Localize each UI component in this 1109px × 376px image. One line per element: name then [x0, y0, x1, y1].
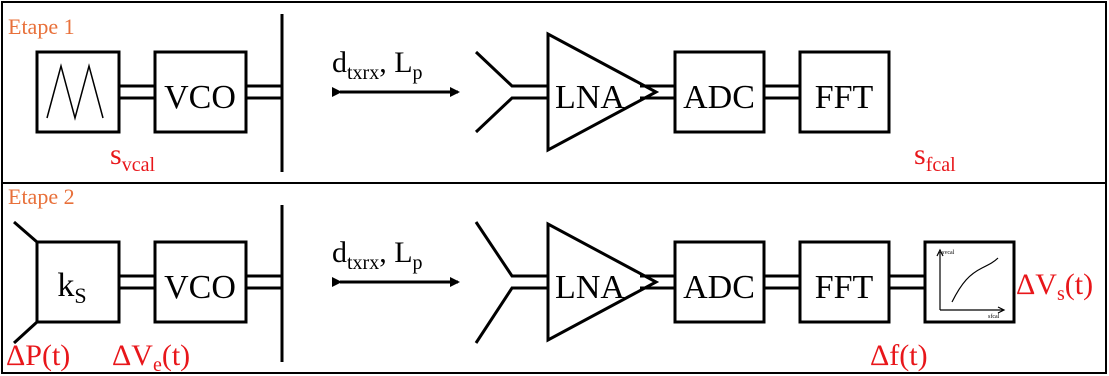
ramp-generator-block — [35, 50, 121, 134]
stage-1-title: Etape 1 — [8, 14, 75, 39]
adc-block-2: ADC — [673, 240, 766, 324]
vco-label-2: VCO — [164, 269, 236, 306]
link-label-1: dtxrx, Lp — [332, 46, 423, 84]
vco-label-1: VCO — [164, 79, 236, 116]
stage-1: Etape 1 VCO dtxrx, Lp LNA — [8, 14, 956, 176]
dVe-label: ΔVe(t) — [112, 339, 190, 376]
svcal-label: svcal — [110, 138, 155, 176]
fft-label-2: FFT — [815, 269, 874, 306]
calib-plot-xlabel: sfcal — [988, 313, 1000, 320]
link-label-2: dtxrx, Lp — [332, 236, 423, 274]
calib-plot-ylabel: svcal — [942, 250, 955, 256]
ks-block: kS — [12, 220, 121, 345]
lna-block-1: LNA — [546, 31, 660, 153]
adc-label-2: ADC — [683, 269, 755, 306]
stage-2-title: Etape 2 — [8, 184, 75, 209]
stage-2: Etape 2 kS VCO dtxrx, Lp — [6, 184, 1093, 376]
lna-block-2: LNA — [546, 221, 660, 343]
fft-block-2: FFT — [798, 240, 891, 324]
ks-label: kS — [57, 267, 86, 308]
lna-label-2: LNA — [555, 269, 625, 306]
dVs-label: ΔVs(t) — [1016, 268, 1093, 305]
rx-antenna-2 — [474, 221, 548, 278]
vco-block-2: VCO — [153, 240, 248, 324]
calibration-curve — [951, 257, 999, 303]
vco-block-1: VCO — [153, 50, 248, 134]
calibration-curve-block: svcal sfcal — [923, 240, 1016, 324]
triangle-wave-icon — [46, 63, 104, 121]
fft-label-1: FFT — [815, 79, 874, 116]
lna-label-1: LNA — [555, 79, 625, 116]
dP-label: ΔP(t) — [6, 339, 70, 372]
fft-block-1: FFT — [798, 50, 891, 134]
adc-block-1: ADC — [673, 50, 766, 134]
df-label: Δf(t) — [870, 339, 928, 372]
sfcal-label: sfcal — [914, 138, 956, 176]
rx-antenna-1 — [474, 50, 548, 88]
adc-label-1: ADC — [683, 79, 755, 116]
